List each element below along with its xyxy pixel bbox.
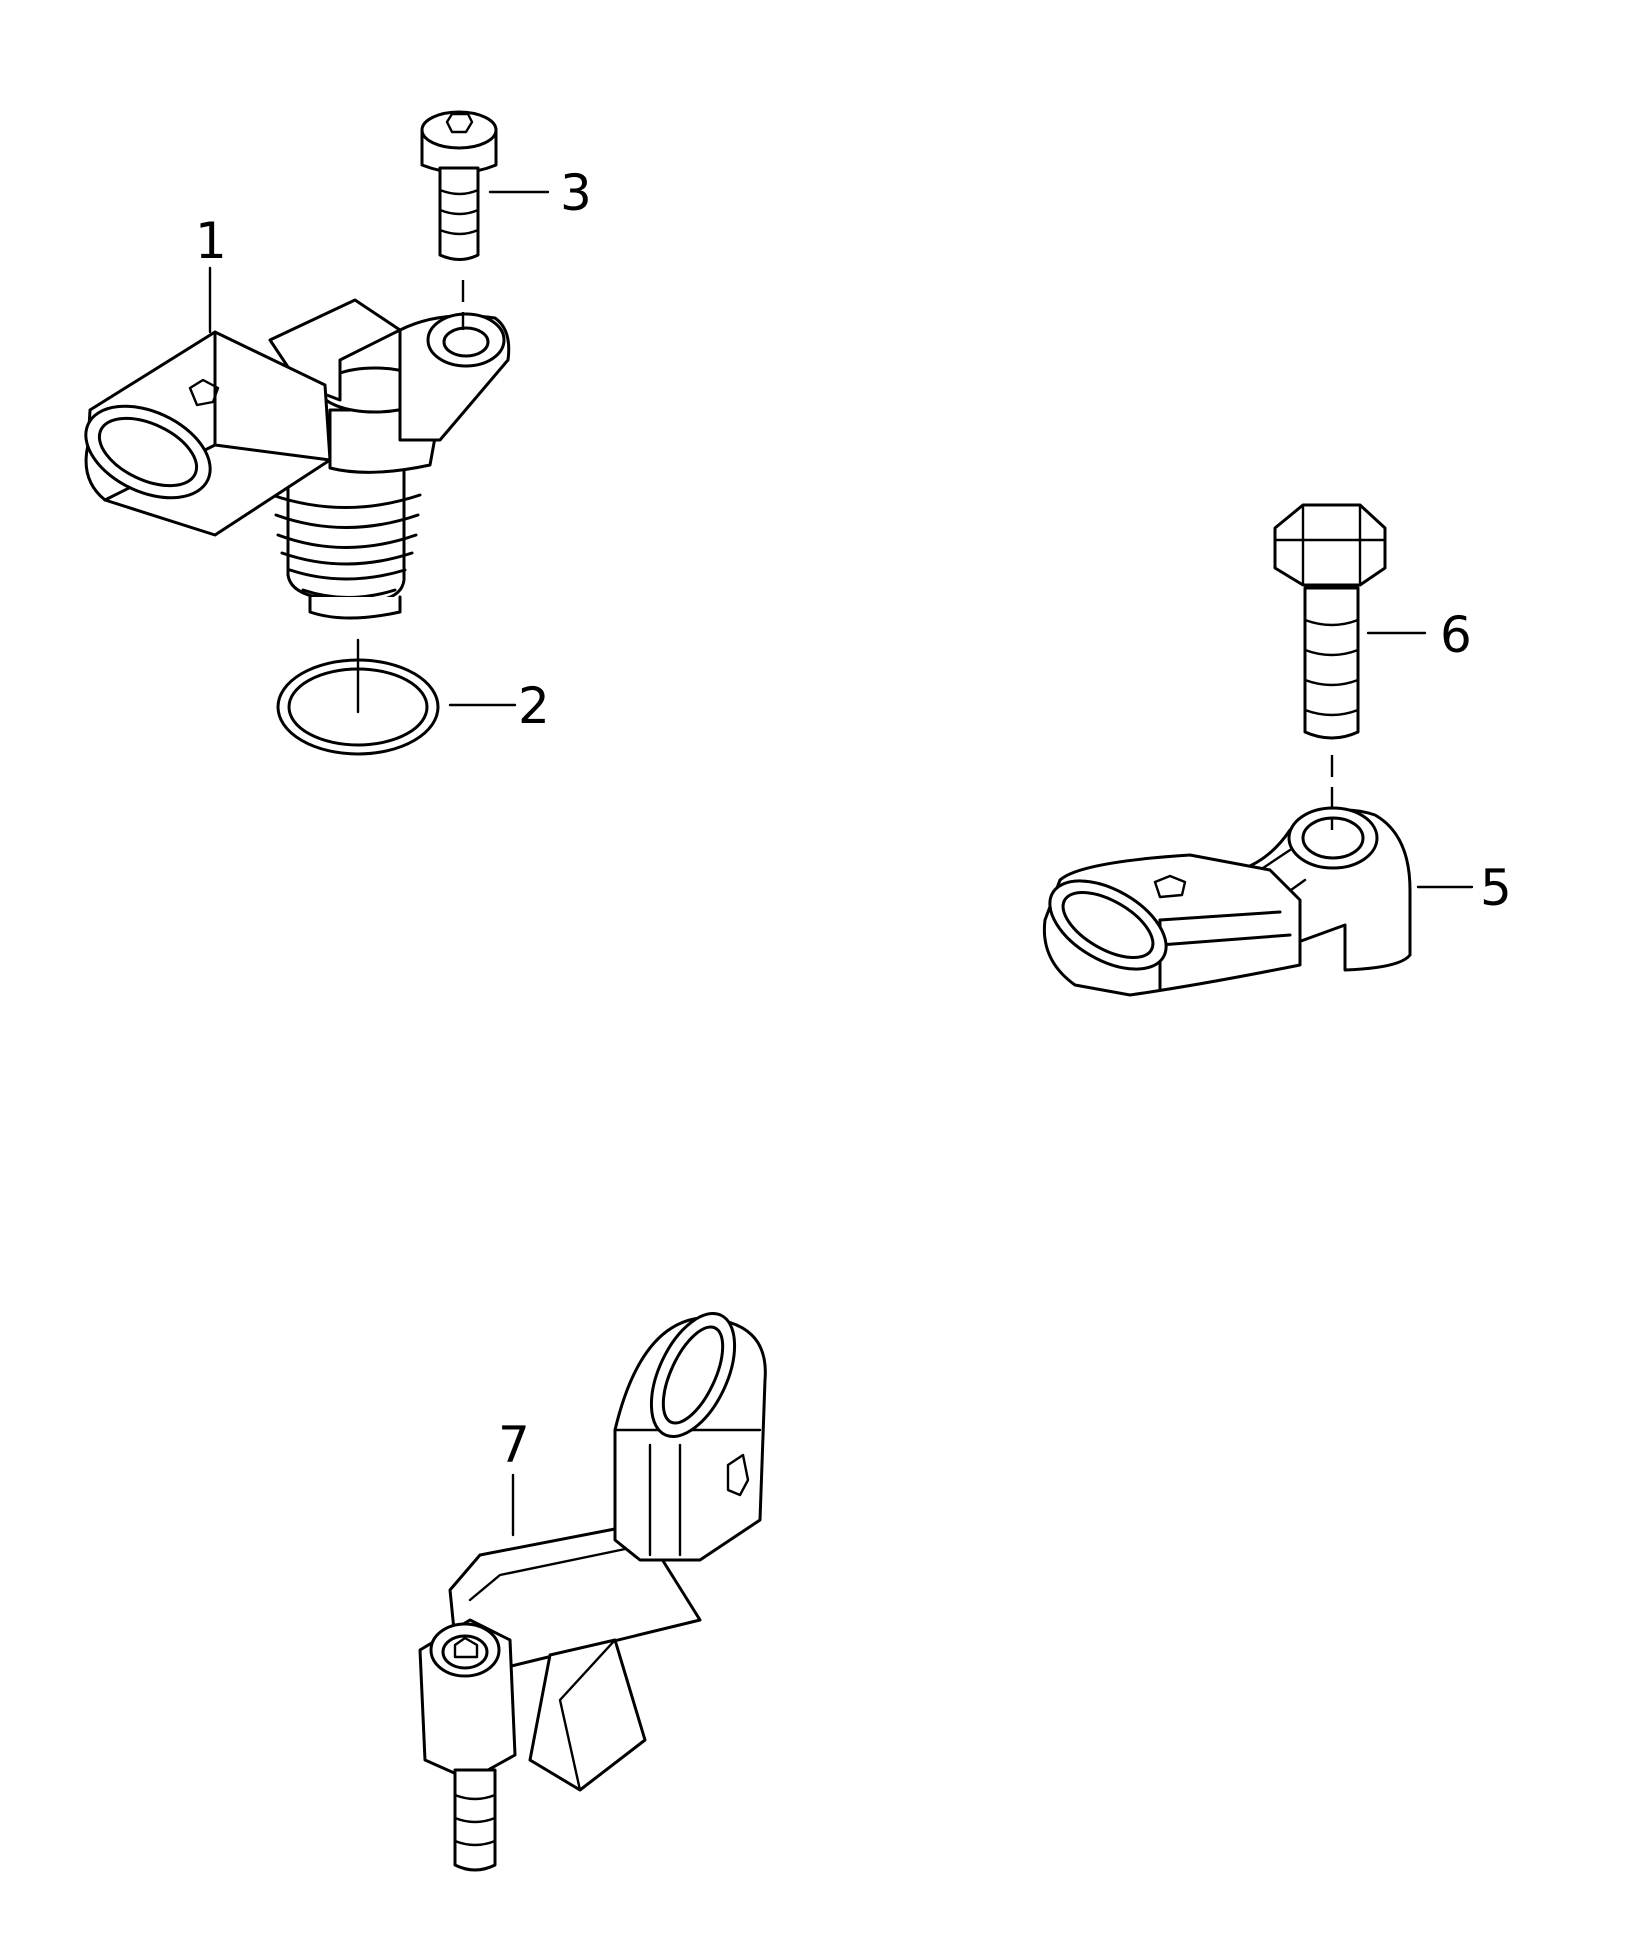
- part-6-bolt[interactable]: [1273, 503, 1427, 830]
- part-1-sensor[interactable]: [71, 266, 511, 620]
- callout-6: 6: [1440, 606, 1472, 664]
- callout-3: 3: [560, 164, 592, 222]
- part-7-sensor[interactable]: [418, 1301, 767, 1872]
- callout-2: 2: [518, 677, 550, 735]
- part-3-screw[interactable]: [420, 110, 550, 330]
- callout-7: 7: [498, 1416, 530, 1474]
- part-5-sensor[interactable]: [1035, 806, 1474, 997]
- callout-5: 5: [1480, 859, 1512, 917]
- part-2-o-ring[interactable]: [276, 638, 517, 756]
- callout-1: 1: [195, 212, 227, 270]
